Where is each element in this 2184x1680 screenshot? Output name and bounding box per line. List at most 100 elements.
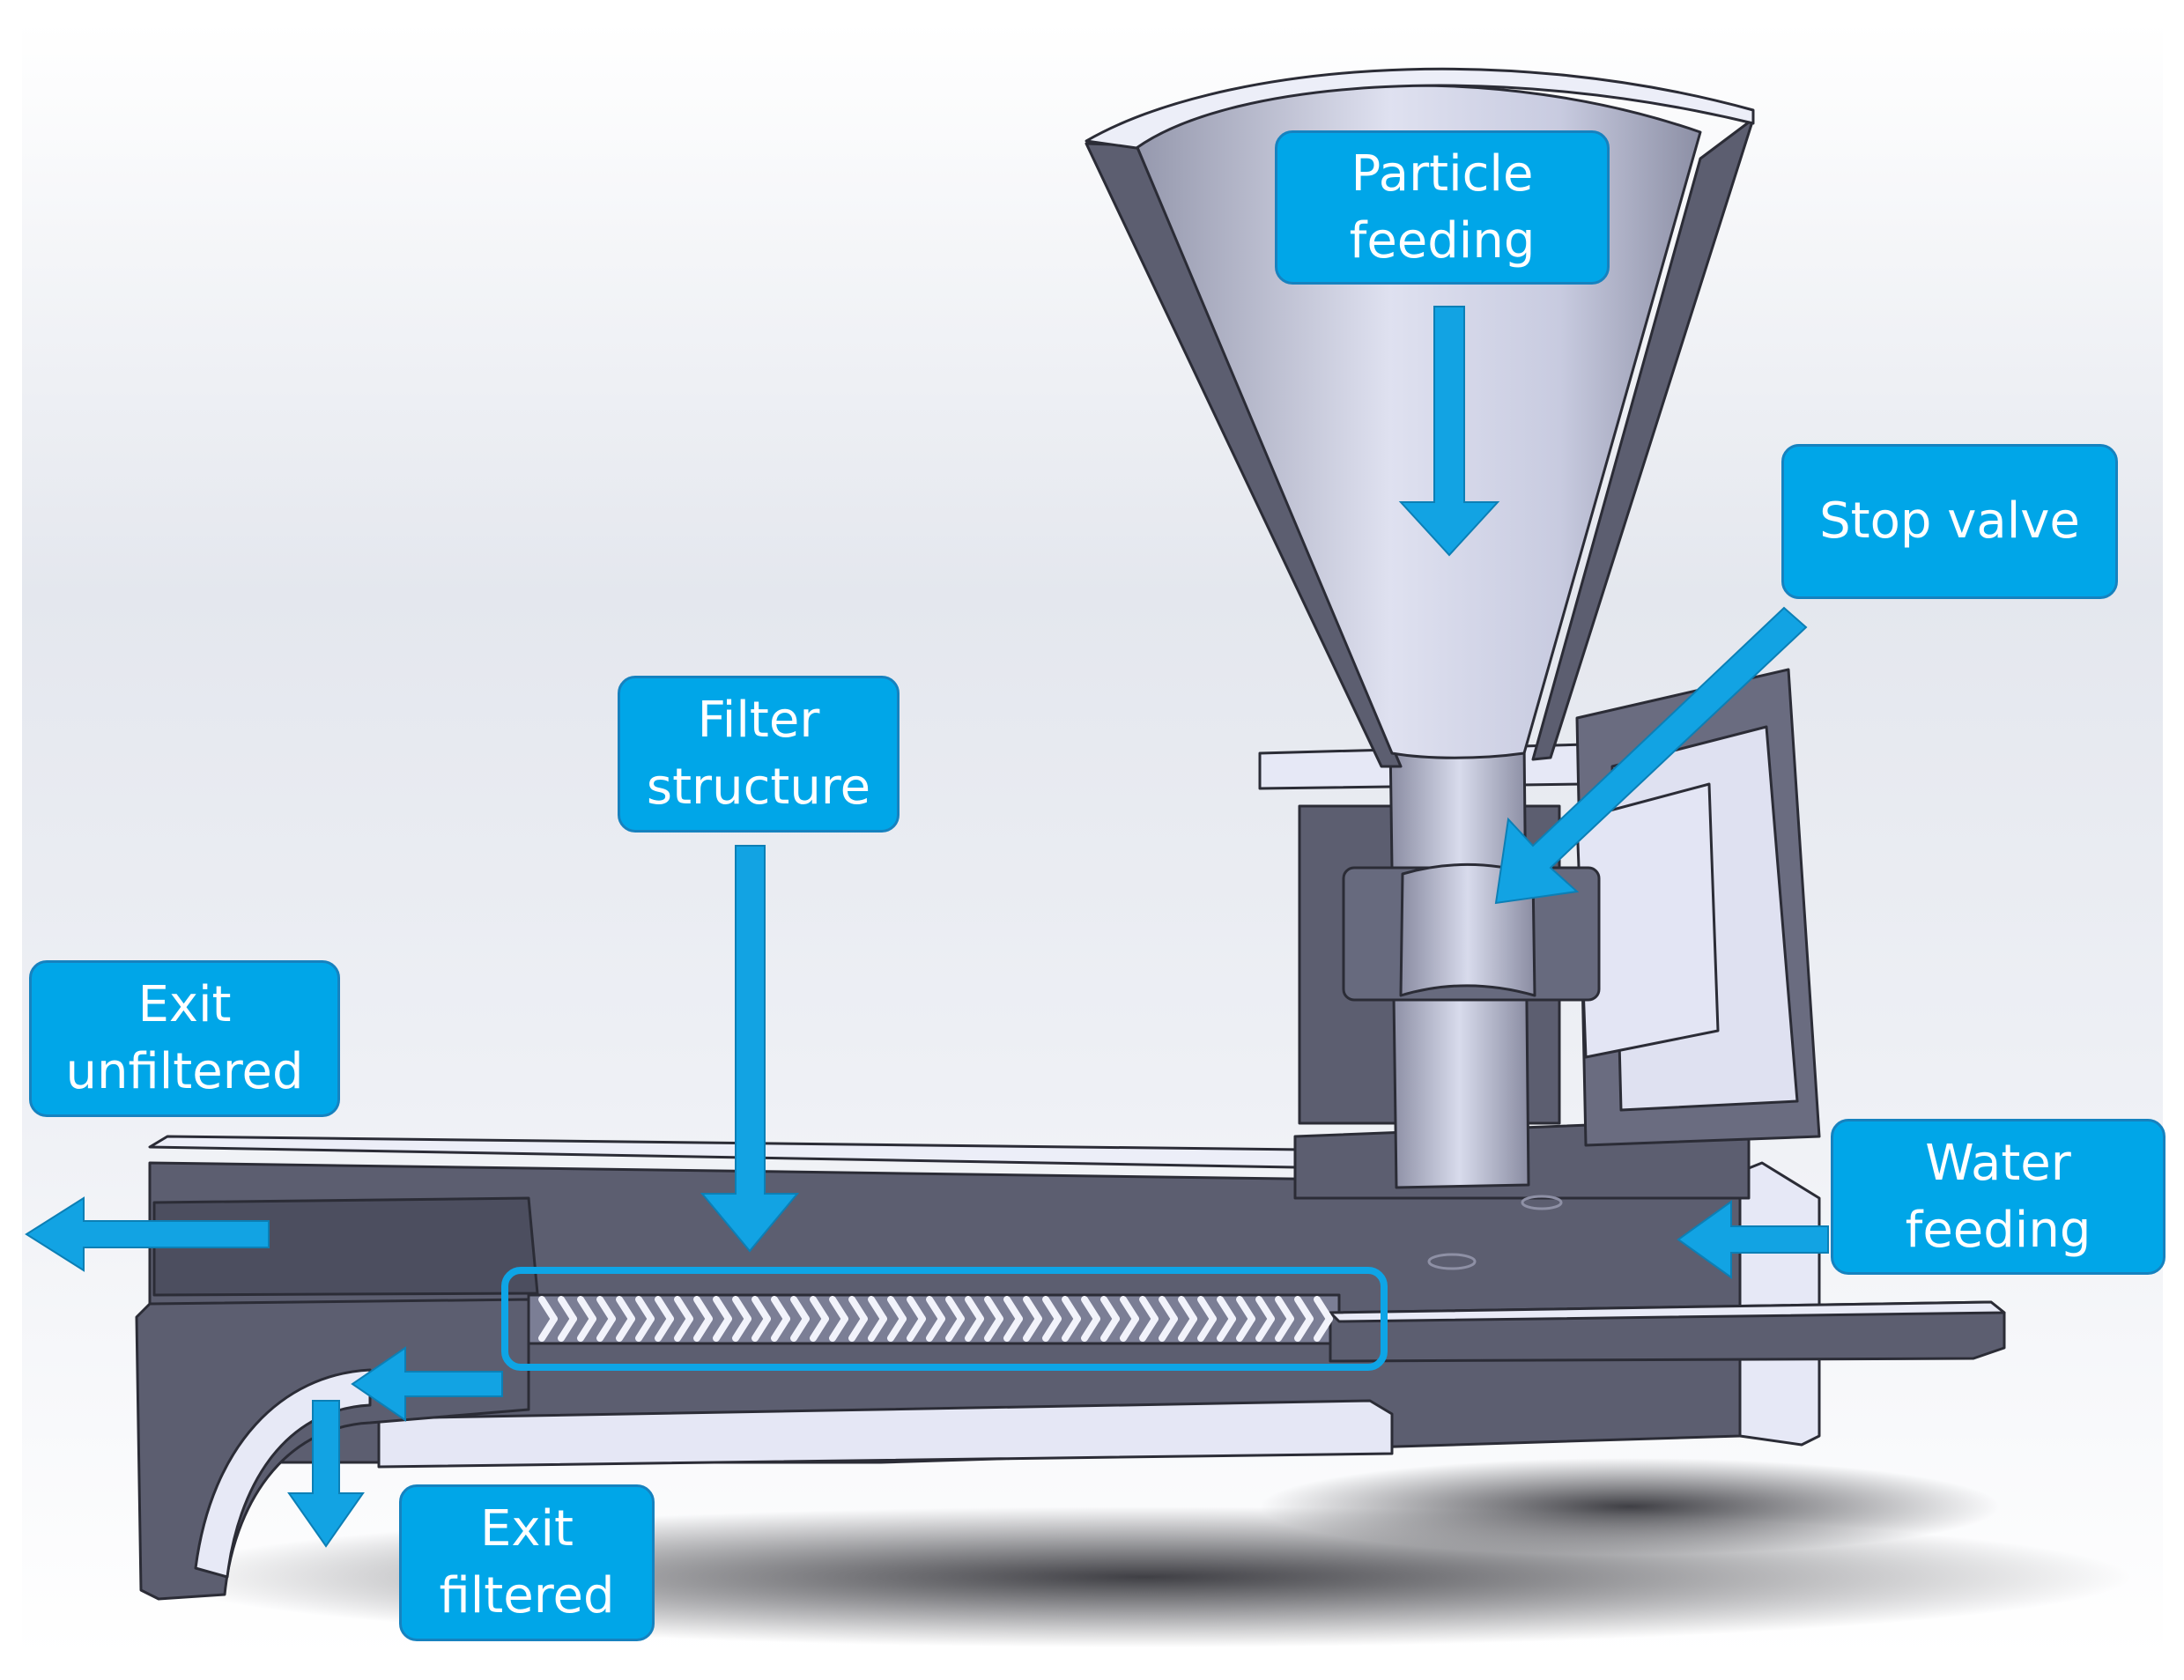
filter-ridge [771, 1315, 790, 1342]
filter-ridge [1139, 1315, 1159, 1342]
water-feeding-label: Water feeding [1831, 1119, 2165, 1275]
filter-ridge [1236, 1296, 1255, 1322]
filter-ridge [1236, 1315, 1255, 1342]
flow-arrows [25, 306, 1829, 1548]
water-feeding-label-line2: feeding [1905, 1201, 2091, 1259]
filter-ridge [848, 1315, 868, 1342]
stop-valve-label-line1: Stop valve [1819, 492, 2080, 550]
filter-ridge [829, 1296, 848, 1322]
filter-ridge [635, 1296, 655, 1322]
filter-ridge [1197, 1315, 1217, 1342]
filter-ridge [887, 1315, 907, 1342]
exit-unfiltered-label: Exit unfiltered [29, 960, 340, 1117]
filter-ridge [1081, 1296, 1100, 1322]
filter-ridge [984, 1315, 1003, 1342]
lower-channel [377, 1399, 1394, 1469]
inlet-hole [1521, 1195, 1563, 1210]
filter-ridge [1294, 1315, 1314, 1342]
filter-ridge [732, 1315, 751, 1342]
leg-inner-curve [194, 1368, 372, 1579]
filter-ridge [1042, 1315, 1062, 1342]
filter-ridge [790, 1315, 810, 1342]
filter-ridge [538, 1296, 558, 1322]
filter-ridge [887, 1296, 907, 1322]
filter-ridge [926, 1315, 945, 1342]
filter-ridge [751, 1296, 771, 1322]
filter-ridge [810, 1315, 829, 1342]
filter-ridge [596, 1315, 616, 1342]
filter-structure-label: Filter structure [618, 676, 900, 833]
filter-ridge [1314, 1315, 1333, 1342]
arrow-down-filter-icon [700, 845, 800, 1253]
filter-ridge [635, 1315, 655, 1342]
filter-ridge [558, 1296, 577, 1322]
inlet-hole [1427, 1253, 1477, 1270]
filter-ridge [538, 1315, 558, 1342]
arrow-down-particle-icon [1398, 306, 1500, 557]
filter-ridge [616, 1296, 635, 1322]
particle-feeding-label-line1: Particle [1351, 144, 1534, 203]
filter-structure-label-line1: Filter [697, 692, 820, 749]
filter-ridge [1062, 1315, 1081, 1342]
filter-ridge [1023, 1296, 1042, 1322]
arrow-exit-unfiltered-icon [25, 1196, 270, 1272]
filter-ridge [1100, 1296, 1120, 1322]
filter-ridge [1178, 1315, 1197, 1342]
filter-ridge [1255, 1315, 1275, 1342]
filter-ridge [732, 1296, 751, 1322]
filter-ridge [965, 1315, 984, 1342]
filter-ridge [1255, 1296, 1275, 1322]
filter-ridge [945, 1315, 965, 1342]
filter-ridge [868, 1296, 887, 1322]
filter-ridge [771, 1296, 790, 1322]
water-feeding-label-line1: Water [1925, 1134, 2071, 1192]
funnel-rim [1085, 67, 1755, 150]
particle-feeding-label: Particle feeding [1275, 130, 1610, 285]
filter-ridge [558, 1315, 577, 1342]
filter-ridge [1100, 1315, 1120, 1342]
stop-valve-label: Stop valve [1781, 444, 2118, 599]
arrow-water-feeding-icon [1677, 1200, 1829, 1279]
filter-ridge [674, 1315, 693, 1342]
filter-ridge [1275, 1315, 1294, 1342]
filter-ridge [1217, 1315, 1236, 1342]
filter-ridge [829, 1315, 848, 1342]
filter-ridge [1294, 1296, 1314, 1322]
exit-filtered-label-line2: filtered [439, 1567, 615, 1624]
filter-ridge [693, 1315, 713, 1342]
filter-ridge [577, 1296, 596, 1322]
filter-ridge [1120, 1296, 1139, 1322]
arrow-exit-filtered-down-icon [287, 1400, 365, 1548]
filter-ridge [577, 1315, 596, 1342]
filter-ridge [965, 1296, 984, 1322]
filter-ridge [1197, 1296, 1217, 1322]
filter-ridge [1217, 1296, 1236, 1322]
filter-ridge [1081, 1315, 1100, 1342]
funnel-right-wall [1531, 117, 1755, 761]
filter-ridge [596, 1296, 616, 1322]
filter-ridge [713, 1315, 732, 1342]
filter-ridge [616, 1315, 635, 1342]
arrow-exit-filtered-left-icon [351, 1346, 503, 1422]
arrow-stop-valve-icon [1494, 606, 1808, 905]
water-inlet-plate-top [1329, 1300, 2006, 1323]
filter-structure-label-line2: structure [646, 759, 871, 816]
exit-unfiltered-label-line2: unfiltered [65, 1043, 304, 1100]
filter-ridge [1159, 1296, 1178, 1322]
exit-unfiltered-label-line1: Exit [137, 976, 232, 1033]
filter-ridge [1023, 1315, 1042, 1342]
filter-ridge [693, 1296, 713, 1322]
filter-ridge [655, 1296, 674, 1322]
filter-ridge [1120, 1315, 1139, 1342]
filter-herringbone-pattern [538, 1296, 1333, 1342]
filter-ridge [1003, 1315, 1023, 1342]
filter-ridge [1042, 1296, 1062, 1322]
filter-highlight-box [501, 1267, 1388, 1371]
filter-ridge [1178, 1296, 1197, 1322]
particle-feeding-label-line2: feeding [1349, 211, 1536, 270]
filter-ridge [790, 1296, 810, 1322]
filter-ridge [713, 1296, 732, 1322]
filter-ridge [926, 1296, 945, 1322]
filter-ridge [1275, 1296, 1294, 1322]
